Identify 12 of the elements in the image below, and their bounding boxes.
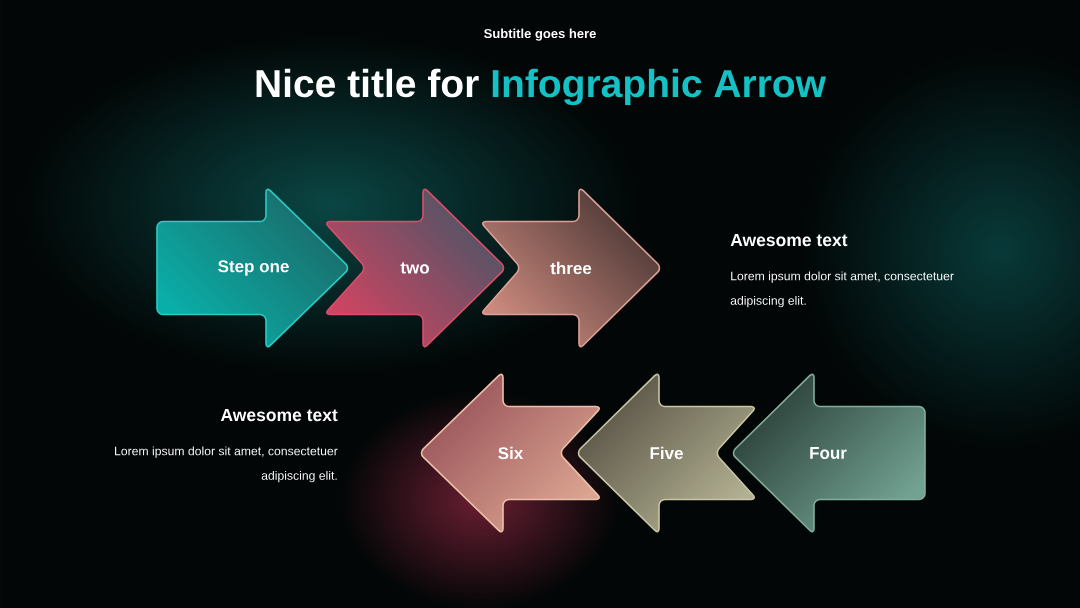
arrow-block: three	[482, 188, 661, 348]
subtitle: Subtitle goes here	[484, 28, 596, 41]
paragraph: Lorem ipsum dolor sit amet, consectetuer adipiscing elit.	[115, 446, 338, 483]
arrow-block: Six	[420, 373, 600, 533]
heading: Awesome text	[730, 233, 848, 247]
arrow-block: Five	[577, 373, 755, 533]
arrow-block: two	[326, 188, 505, 348]
title: Nice title for Infographic Arrow	[256, 68, 827, 106]
arrow-block: Step one	[156, 188, 349, 348]
arrow-block: Four	[732, 373, 926, 533]
heading: Awesome text	[220, 408, 338, 422]
paragraph: Lorem ipsum dolor sit amet, consectetuer adipiscing elit.	[730, 271, 954, 308]
